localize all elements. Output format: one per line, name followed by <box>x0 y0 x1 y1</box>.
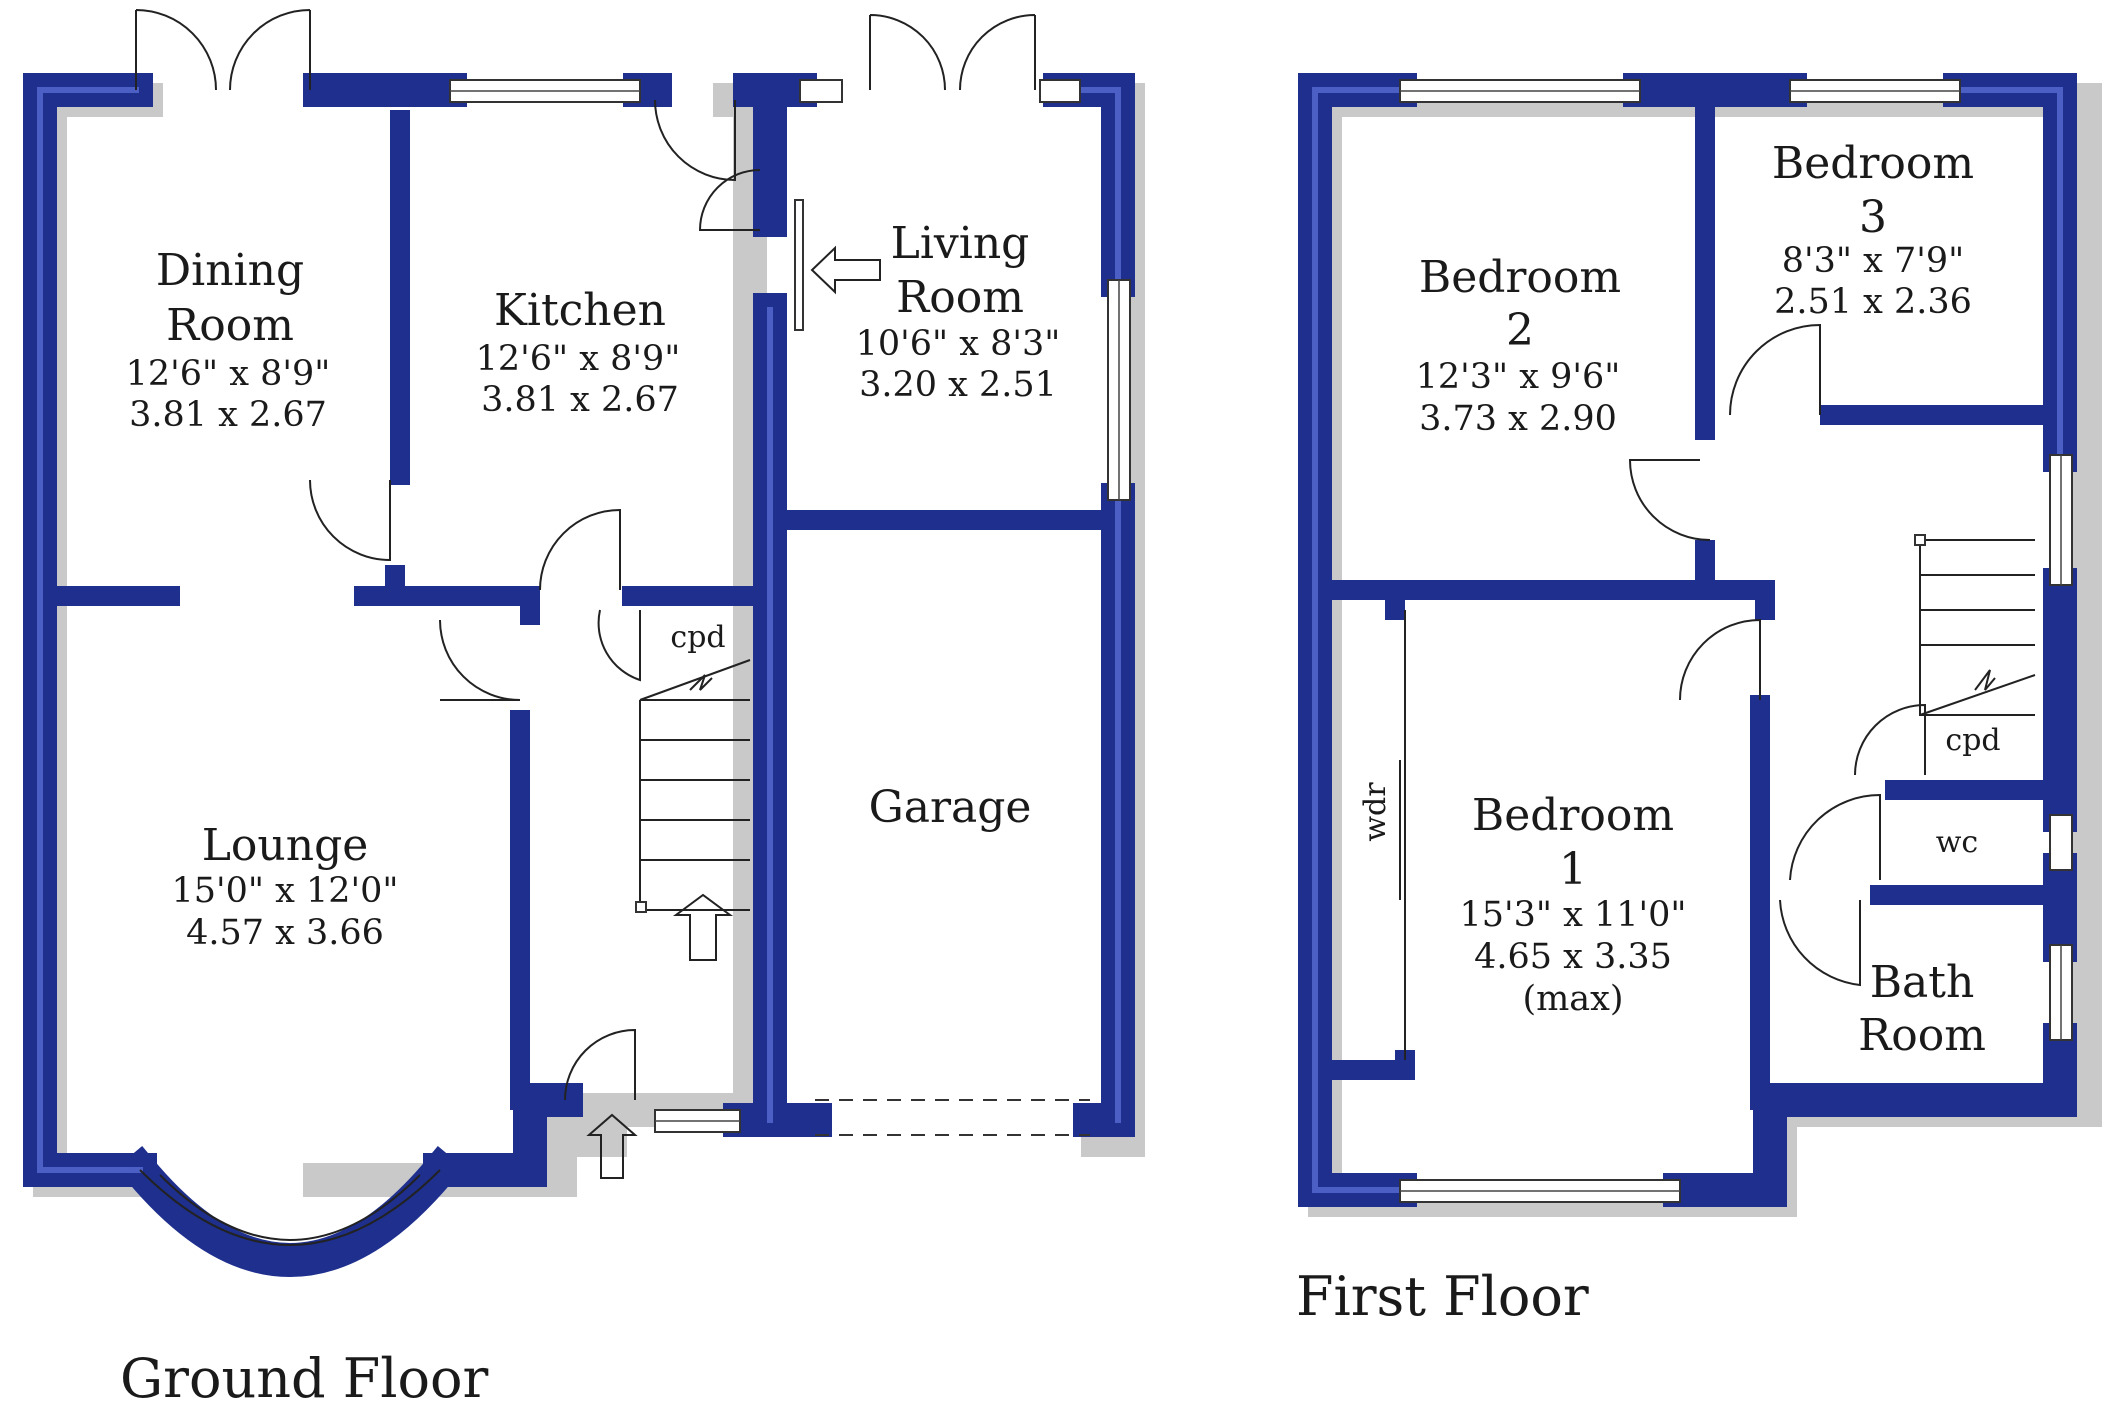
room-lounge: Lounge 15'0" x 12'0" 4.57 x 3.66 <box>171 820 398 953</box>
first-floor-stairs <box>1914 534 2036 716</box>
first-floor-doors <box>1628 323 1926 987</box>
room-dims-imperial: 8'3" x 7'9" <box>1782 241 1965 281</box>
room-dims-metric: 3.20 x 2.51 <box>859 365 1057 405</box>
room-name: Garage <box>869 782 1032 833</box>
cupboard-label: cpd <box>670 620 725 655</box>
ground-floor-doors <box>135 9 1036 1101</box>
room-dims-metric: 4.57 x 3.66 <box>186 913 384 953</box>
room-dining-room: Dining Room 12'6" x 8'9" 3.81 x 2.67 <box>126 245 331 435</box>
room-name: 1 <box>1559 844 1587 895</box>
room-dims-metric: 3.81 x 2.67 <box>129 395 327 435</box>
room-name: 2 <box>1506 305 1534 356</box>
room-name: Room <box>1858 1010 1986 1061</box>
room-name: Lounge <box>202 820 369 871</box>
room-dims-imperial: 15'3" x 11'0" <box>1459 895 1686 935</box>
room-dims-imperial: 10'6" x 8'3" <box>856 324 1061 364</box>
room-name: Bath <box>1870 957 1975 1008</box>
room-name: Kitchen <box>494 285 666 336</box>
room-bath-room: Bath Room <box>1858 957 1986 1061</box>
room-name: 3 <box>1859 192 1887 243</box>
floor-title: Ground Floor <box>120 1347 489 1410</box>
room-dims-imperial: 12'6" x 8'9" <box>126 354 331 394</box>
wc-label: wc <box>1936 825 1978 860</box>
room-bedroom-3: Bedroom 3 8'3" x 7'9" 2.51 x 2.36 <box>1772 138 1974 322</box>
room-bedroom-1: Bedroom 1 15'3" x 11'0" 4.65 x 3.35 (max… <box>1459 790 1686 1019</box>
first-floor-windows <box>1399 79 2073 1203</box>
room-dims-metric: 4.65 x 3.35 <box>1474 937 1672 977</box>
room-name: Dining <box>156 245 304 296</box>
room-name: Bedroom <box>1472 790 1674 841</box>
cupboard-label: cpd <box>1945 723 2000 758</box>
room-dims-metric: 3.73 x 2.90 <box>1419 399 1617 439</box>
room-name: Room <box>166 300 294 351</box>
room-name: Room <box>896 272 1024 323</box>
room-name: Bedroom <box>1419 252 1621 303</box>
floor-title: First Floor <box>1296 1265 1589 1328</box>
room-name: Bedroom <box>1772 138 1974 189</box>
first-floor-walls <box>1298 73 2102 1217</box>
wardrobe-label: wdr <box>1358 782 1393 842</box>
room-dims-imperial: 15'0" x 12'0" <box>171 871 398 911</box>
room-dims-imperial: 12'3" x 9'6" <box>1416 357 1621 397</box>
room-dims-metric: 2.51 x 2.36 <box>1774 282 1972 322</box>
ground-floor-windows <box>139 79 1131 1246</box>
up-arrow-icon <box>586 1113 638 1179</box>
left-arrow-icon <box>810 245 881 295</box>
room-living-room: Living Room 10'6" x 8'3" 3.20 x 2.51 <box>856 218 1061 405</box>
ground-floor-stairs <box>635 659 751 913</box>
room-garage: Garage <box>869 782 1032 833</box>
room-dims-imperial: 12'6" x 8'9" <box>476 339 681 379</box>
room-dims-note: (max) <box>1522 979 1623 1019</box>
ground-floor-labels: Dining Room 12'6" x 8'9" 3.81 x 2.67 Kit… <box>120 218 1060 1410</box>
up-arrow-icon <box>672 893 734 961</box>
room-kitchen: Kitchen 12'6" x 8'9" 3.81 x 2.67 <box>476 285 681 420</box>
room-dims-metric: 3.81 x 2.67 <box>481 380 679 420</box>
room-bedroom-2: Bedroom 2 12'3" x 9'6" 3.73 x 2.90 <box>1416 252 1622 439</box>
entry-arrows <box>586 245 881 1179</box>
room-name: Living <box>891 218 1030 269</box>
first-floor-labels: Bedroom 2 12'3" x 9'6" 3.73 x 2.90 Bedro… <box>1296 138 2001 1328</box>
